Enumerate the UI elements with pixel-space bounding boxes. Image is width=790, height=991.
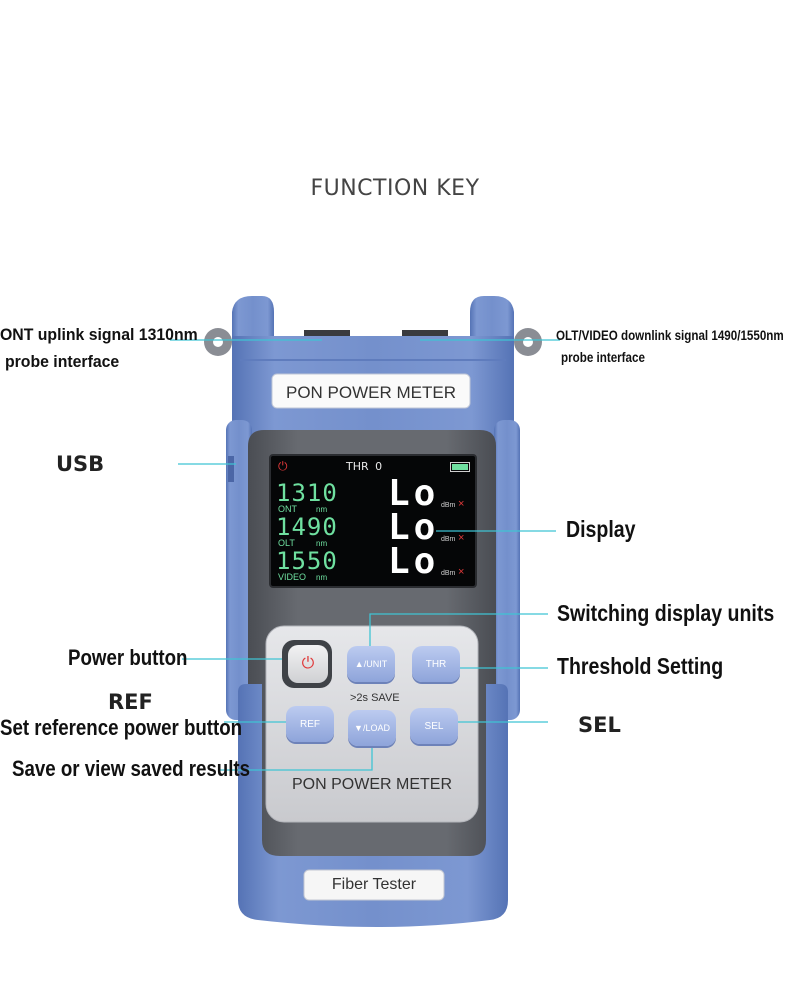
row-2-unit: dBm <box>441 536 456 543</box>
hold-to-save-hint: >2s SAVE <box>350 692 400 704</box>
ref-button[interactable]: REF <box>286 706 334 742</box>
row-1-nm: nm <box>316 505 328 514</box>
row-3-nm: nm <box>316 573 328 582</box>
row-3-unit: dBm <box>441 570 456 577</box>
sel-button[interactable]: SEL <box>410 708 458 744</box>
row-3-status-icon: × <box>458 566 465 578</box>
thr-indicator: THR 0 <box>346 460 382 473</box>
row-2-nm: nm <box>316 539 328 548</box>
row-3-wavelength: 1550 <box>276 547 338 575</box>
row-2-wavelength: 1490 <box>276 513 338 541</box>
ont-probe-callout-line2: probe interface <box>5 352 120 371</box>
callout-lines <box>170 339 560 771</box>
lcd-content: ⏻ THR 0 1310 ONT nm Lo dBm × 1490 OLT nm… <box>270 455 476 587</box>
power-button-callout: Power button <box>68 645 188 670</box>
ont-probe-callout-line1: ONT uplink signal 1310nm <box>0 325 198 344</box>
power-button[interactable]: ⏻ <box>288 645 328 683</box>
usb-port <box>228 456 234 482</box>
row-1-status-icon: × <box>458 498 465 510</box>
row-2-reading: Lo <box>388 507 440 548</box>
lanyard-ear-left <box>204 328 232 356</box>
row-1-reading: Lo <box>388 473 440 514</box>
set-reference-callout: Set reference power button <box>0 715 243 740</box>
threshold-callout: Threshold Setting <box>557 653 724 679</box>
row-2-name: OLT <box>278 538 295 548</box>
page-title: FUNCTION KEY <box>310 176 480 201</box>
battery-icon <box>450 462 470 472</box>
sel-callout: SEL <box>578 713 621 737</box>
lcd-display <box>269 454 477 588</box>
usb-callout: USB <box>56 452 105 476</box>
load-button[interactable]: ▼/LOAD <box>348 710 396 746</box>
thr-indicator-value: 0 <box>375 460 383 473</box>
fiber-tester-label: Fiber Tester <box>331 876 417 893</box>
thr-button[interactable]: THR <box>412 646 460 682</box>
olt-probe-callout-line2: probe interface <box>561 349 645 365</box>
save-view-callout: Save or view saved results <box>12 756 251 781</box>
thr-indicator-label: THR <box>346 460 369 473</box>
row-3-name: VIDEO <box>278 572 307 582</box>
panel-model-label: PON POWER METER <box>291 776 452 793</box>
power-icon: ⏻ <box>301 655 315 672</box>
row-1-unit: dBm <box>441 502 456 509</box>
display-callout: Display <box>566 516 636 542</box>
ref-callout: REF <box>108 690 153 714</box>
row-1-name: ONT <box>278 504 297 514</box>
power-status-icon: ⏻ <box>278 459 288 473</box>
top-model-label: PON POWER METER <box>285 383 456 402</box>
row-1-wavelength: 1310 <box>276 479 338 507</box>
lanyard-ear-right <box>514 328 542 356</box>
unit-button[interactable]: ▲/UNIT <box>347 646 395 682</box>
switching-units-callout: Switching display units <box>557 600 775 626</box>
olt-probe-callout-line1: OLT/VIDEO downlink signal 1490/1550nm <box>556 327 784 343</box>
row-3-reading: Lo <box>388 541 440 582</box>
row-2-status-icon: × <box>458 532 465 544</box>
